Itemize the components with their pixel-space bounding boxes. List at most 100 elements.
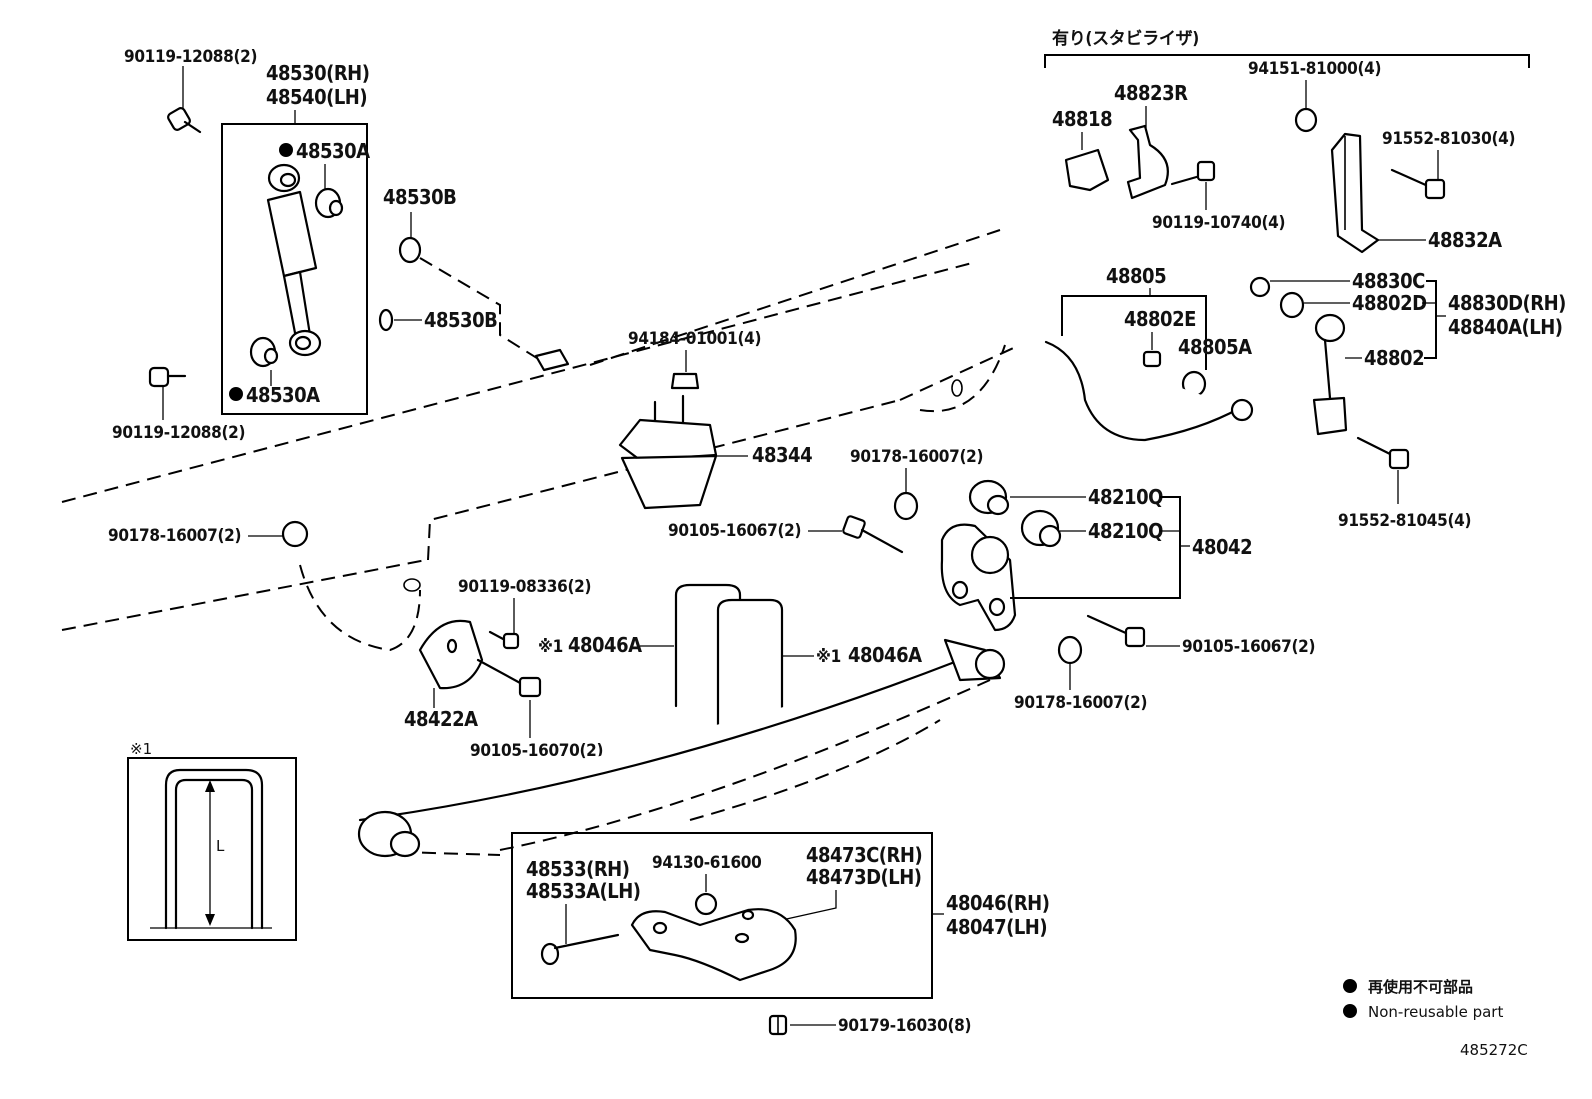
bolt-90105-16067-right [1086,614,1146,648]
label-94184-01001: 94184-01001(4) [628,329,761,349]
bushing-48210q-lower [1020,509,1062,548]
u-bolt-48046a [674,583,784,732]
legend-bullet [1343,979,1357,993]
spring-eye-front [357,810,421,858]
legend-bullet [1343,1004,1357,1018]
label-48530-rh: 48530(RH) [266,61,369,85]
nut-90178-16007-right [1057,635,1083,665]
label-48530a-top: 48530A [296,139,370,163]
stabilizer-link-group: 48830C 48802D 48802 48830D(RH) 48840A(LH… [1249,269,1566,531]
label-94130-61600: 94130-61600 [652,853,761,873]
bolt-91552-81045 [1356,436,1410,470]
spring-eye-rear [943,638,1006,682]
washer-48530b-lower [378,308,394,332]
label-48530a-bottom: 48530A [246,383,320,407]
stabilizer-bar-group: 48805 48802E 48805A [1044,264,1254,442]
legend: 再使用不可部品 Non-reusable part [1343,978,1503,1021]
stabilizer-bracket-group: 48818 48823R 90119-10740(4) 94151-81000(… [1052,59,1515,254]
label-48840a-lh: 48840A(LH) [1448,315,1563,339]
label-90119-10740: 90119-10740(4) [1152,213,1285,233]
label-48805a: 48805A [1178,335,1252,359]
non-reusable-mark [279,143,293,157]
label-48042: 48042 [1192,535,1252,559]
label-91552-81045: 91552-81045(4) [1338,511,1471,531]
shackle-group: 48210Q 48210Q 48042 90105-16067(2) 90178… [940,479,1315,713]
label-48210q-lower: 48210Q [1088,519,1163,543]
frame-hole [951,379,963,397]
label-90105-16067-mid: 90105-16067(2) [668,521,801,541]
nut-94130-61600 [694,892,718,916]
inset-u-bolt: ※1 L [127,740,297,941]
nut-90178-16007-mid [893,491,919,521]
label-91552-81030: 91552-81030(4) [1382,129,1515,149]
ref-mark-left: ※1 [538,637,563,657]
label-48818: 48818 [1052,107,1112,131]
label-90105-16070: 90105-16070(2) [470,741,603,761]
label-90178-16007-right: 90178-16007(2) [1014,693,1147,713]
frame-hole [403,578,421,592]
bushing-48530a-top [314,187,344,219]
bracket-48823r [1126,124,1169,200]
frame-outline [61,229,1021,652]
shackle-48042 [940,523,1017,632]
washer-48530b-group: 48530B 48530B [378,185,570,372]
label-48047-lh: 48047(LH) [946,915,1047,939]
bolt-90119-08336 [488,630,520,650]
inset-title: ※1 [130,740,152,758]
clamp-48802e [1142,350,1162,368]
label-48473d-lh: 48473D(LH) [806,865,922,889]
label-48046-rh: 48046(RH) [946,891,1049,915]
label-90178-16007-left: 90178-16007(2) [108,526,241,546]
nut-94184-01001 [670,372,700,390]
spring-seat-box [511,832,933,999]
stabilizer-bar-end [1230,398,1254,422]
label-90105-16067-right: 90105-16067(2) [1182,637,1315,657]
nut-left-group: 90178-16007(2) [108,520,309,548]
bump-stopper-48344 [618,394,718,510]
label-48530b-lower: 48530B [424,308,497,332]
label-90119-12088-top: 90119-12088(2) [124,47,257,67]
legend-en: Non-reusable part [1368,1003,1503,1021]
bolt-90105-16067-mid [842,515,904,554]
figure-code: 485272C [1460,1041,1528,1059]
nut-90178-16007-left [281,520,309,548]
bushing-48210q-upper [968,479,1010,516]
label-48830c: 48830C [1352,269,1425,293]
stabilizer-header: 有り(スタビライザ) [1044,28,1530,68]
label-48823r: 48823R [1114,81,1188,105]
label-48530b-upper: 48530B [383,185,456,209]
non-reusable-mark [229,387,243,401]
bushing-48530a-bottom [249,336,279,368]
link-48802 [1312,313,1348,436]
middle-fastener-group: 90178-16007(2) 90105-16067(2) [668,447,983,554]
center-bolt-48533 [540,933,620,966]
spring-seat-group: 48533(RH) 48533A(LH) 94130-61600 48473C(… [511,832,1050,999]
shock-mount-stud [534,348,570,372]
label-48046a-right: 48046A [848,643,922,667]
cushion-48802d [1279,291,1305,319]
nut-94151-81000 [1294,107,1318,133]
label-48533a-lh: 48533A(LH) [526,879,641,903]
inset-box [127,757,297,941]
bolt-90105-16070 [476,658,542,698]
bolt-90119-12088-bottom [148,366,187,388]
bolt-90119-12088-top [167,107,202,134]
spring-seat-48473 [630,908,797,982]
bolt-90119-10740 [1170,160,1216,186]
label-48046a-left: 48046A [568,633,642,657]
label-48830d-rh: 48830D(RH) [1448,291,1566,315]
label-48802: 48802 [1364,346,1424,370]
spring-hanger-48422a [418,619,484,690]
label-90179-16030: 90179-16030(8) [838,1016,971,1036]
label-48802e: 48802E [1124,307,1196,331]
bracket-48832a [1330,132,1380,254]
label-48344: 48344 [752,443,812,467]
cushion-48830c [1249,276,1271,298]
inset-dimension: L [216,837,225,855]
label-48805: 48805 [1106,264,1166,288]
label-90119-12088-bottom: 90119-12088(2) [112,423,245,443]
bushing-48818 [1064,148,1110,192]
bump-stopper-group: 94184-01001(4) 48344 [618,329,813,510]
